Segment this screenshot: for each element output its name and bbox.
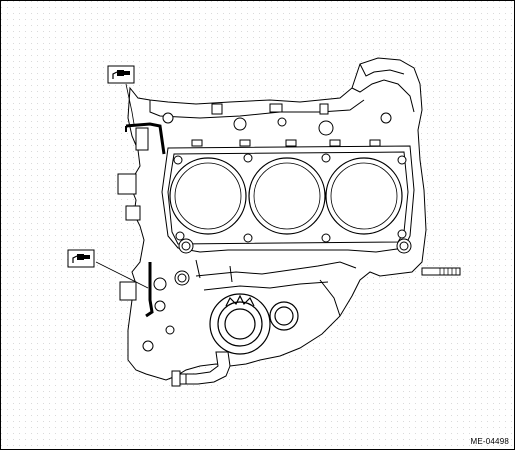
sealant-applicator-icon (67, 249, 95, 268)
water-pipe (171, 351, 231, 387)
figure-code: ME-04498 (470, 437, 509, 446)
sealant-bead-lower (145, 262, 154, 318)
sealant-applicator-icon (107, 65, 135, 84)
front-bore (209, 293, 299, 355)
cylinder-bore-1 (169, 157, 247, 235)
bolt-holes (173, 139, 412, 254)
lower-case (195, 259, 357, 317)
side-bosses (117, 127, 190, 352)
cylinder-bore-2 (248, 157, 326, 235)
leader-lines (95, 83, 149, 289)
cylinder-bore-3 (325, 157, 403, 235)
sealant-bead-upper (125, 122, 166, 155)
stud-bolt (421, 267, 461, 276)
cylinder-bores (169, 157, 403, 235)
